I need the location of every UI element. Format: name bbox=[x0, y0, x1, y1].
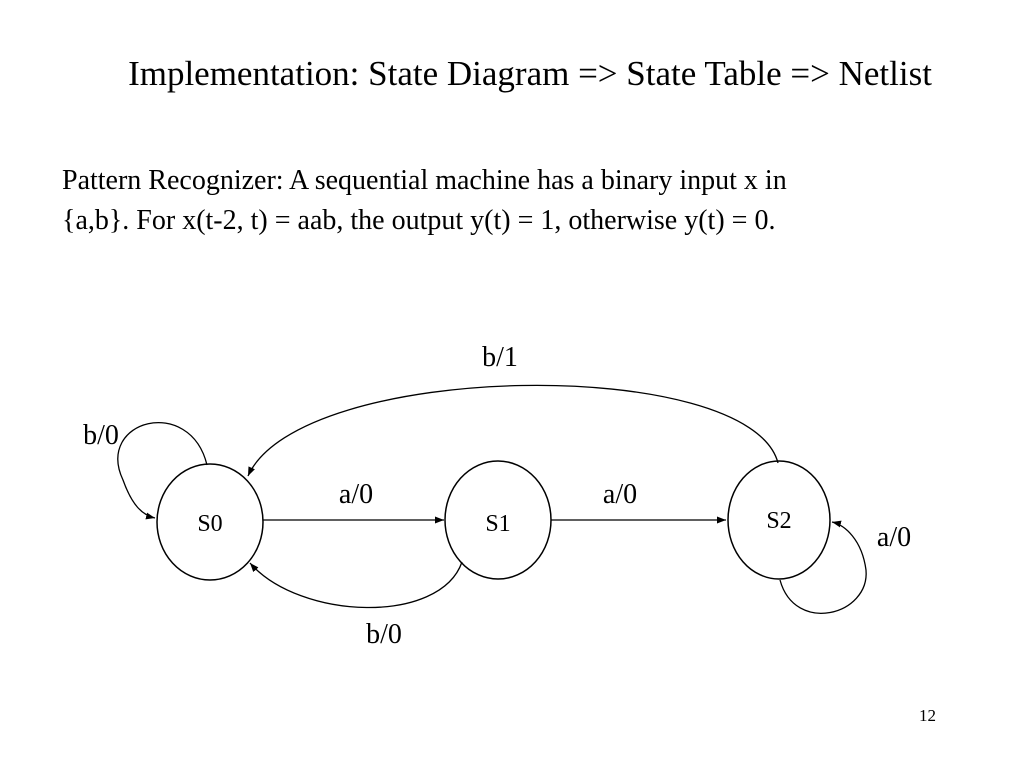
problem-statement: Pattern Recognizer: A sequential machine… bbox=[62, 161, 1002, 241]
page-number: 12 bbox=[919, 706, 936, 725]
edge-s2-self bbox=[779, 520, 867, 614]
edge-s0-s1-label: a/0 bbox=[339, 479, 373, 510]
edge-s0-self bbox=[117, 422, 208, 520]
state-s2-circle bbox=[727, 460, 831, 580]
state-s0-circle bbox=[156, 463, 264, 581]
state-s1: S1 bbox=[444, 460, 552, 580]
edge-s1-s0 bbox=[249, 561, 463, 609]
state-s1-label: S1 bbox=[485, 511, 510, 537]
edge-s0-self-label: b/0 bbox=[83, 420, 119, 451]
problem-line-2: {a,b}. For x(t-2, t) = aab, the output y… bbox=[62, 205, 776, 236]
state-s2-label: S2 bbox=[766, 508, 791, 534]
edge-s2-s0-label: b/1 bbox=[482, 342, 518, 373]
edge-s1-s2-label: a/0 bbox=[603, 479, 637, 510]
state-s0-label: S0 bbox=[197, 511, 222, 537]
edge-s1-s0-label: b/0 bbox=[366, 619, 402, 650]
edge-s2-s0 bbox=[247, 384, 779, 477]
slide-title: Implementation: State Diagram => State T… bbox=[128, 54, 932, 93]
problem-line-1: Pattern Recognizer: A sequential machine… bbox=[62, 165, 787, 196]
state-s2: S2 bbox=[727, 460, 831, 580]
state-s0: S0 bbox=[156, 463, 264, 581]
edge-s2-self-label: a/0 bbox=[877, 522, 911, 553]
